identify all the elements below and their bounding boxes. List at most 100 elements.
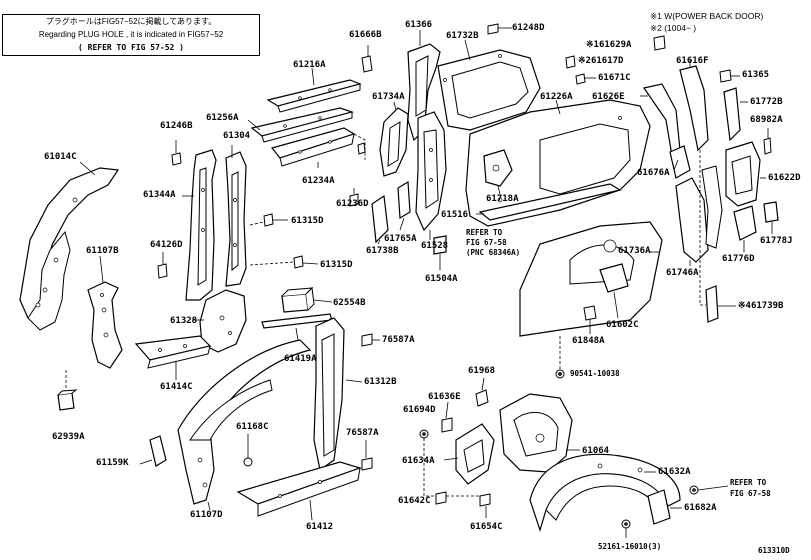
part-61634A-drawing: [455, 423, 495, 485]
label-76587A-upper: 76587A: [382, 335, 415, 345]
label-52161-16010: 52161-16010(3): [598, 542, 662, 551]
figure-number: 613310D: [758, 546, 790, 555]
label-61776D: 61776D: [722, 254, 755, 264]
part-61328-drawing: [199, 289, 247, 353]
label-62554B: 62554B: [333, 298, 366, 308]
label-61315D-upper: 61315D: [291, 216, 324, 226]
label-61014C: 61014C: [44, 152, 77, 162]
legend: ※1 W(POWER BACK DOOR) ※2 (1004− ): [650, 10, 763, 34]
plug-hole-note: プラグホールはFIG57−52に掲載してあります。 Regarding PLUG…: [2, 14, 260, 56]
note-refer: ( REFER TO FIG 57-52 ): [78, 43, 184, 52]
label-61671C: 61671C: [598, 73, 631, 83]
label-76587A-lower: 76587A: [346, 428, 379, 438]
part-61412-drawing: [236, 461, 362, 517]
label-61328: 61328: [170, 316, 198, 326]
label-61107B: 61107B: [86, 246, 119, 256]
label-61312B: 61312B: [364, 377, 397, 387]
label-61736A: 61736A: [618, 246, 651, 256]
part-61312B-drawing: [313, 317, 345, 472]
part-61216A-drawing: [266, 79, 362, 113]
label-61682A: 61682A: [684, 503, 717, 513]
label-61765A: 61765A: [384, 234, 417, 244]
label-64126D: 64126D: [150, 240, 183, 250]
label-61622D: 61622D: [768, 173, 801, 183]
label-161629A: ※161629A: [586, 40, 632, 50]
label-61315D-lower: 61315D: [320, 260, 353, 270]
part-61064-drawing: [499, 393, 573, 473]
part-62554B-drawing: [281, 286, 315, 313]
label-61968: 61968: [468, 366, 496, 376]
label-61718A: 61718A: [486, 194, 519, 204]
label-61616F: 61616F: [676, 56, 709, 66]
legend-item-2: ※2 (1004− ): [650, 23, 697, 33]
label-61602C: 61602C: [606, 320, 639, 330]
label-61216A: 61216A: [293, 60, 326, 70]
label-61159K: 61159K: [96, 458, 129, 468]
label-61248D: 61248D: [512, 23, 545, 33]
label-61344A: 61344A: [143, 190, 176, 200]
label-61738B: 61738B: [366, 246, 399, 256]
part-61622D-drawing: [725, 141, 761, 207]
label-61772B: 61772B: [750, 97, 783, 107]
label-61168C: 61168C: [236, 422, 269, 432]
label-61734A: 61734A: [372, 92, 405, 102]
label-61256A: 61256A: [206, 113, 239, 123]
label-68982A: 68982A: [750, 115, 783, 125]
label-refer-fig-67-58b-line2: FIG 67-58: [730, 489, 771, 498]
part-61226A-drawing: [465, 99, 651, 227]
part-61414C-drawing: [134, 335, 212, 369]
part-61304-drawing: [225, 151, 247, 287]
label-61516: 61516: [441, 210, 469, 220]
label-61064: 61064: [582, 446, 610, 456]
label-61634A: 61634A: [402, 456, 435, 466]
label-61365: 61365: [742, 70, 770, 80]
label-61848A: 61848A: [572, 336, 605, 346]
label-62939A: 62939A: [52, 432, 85, 442]
label-61234A: 61234A: [302, 176, 335, 186]
part-61746A-drawing: [675, 165, 723, 263]
label-61419A: 61419A: [284, 354, 317, 364]
label-61504A: 61504A: [425, 274, 458, 284]
label-61636E: 61636E: [428, 392, 461, 402]
part-61344A-drawing: [185, 149, 217, 301]
part-61107D-drawing: [177, 339, 312, 505]
label-61366: 61366: [405, 20, 433, 30]
label-61246B: 61246B: [160, 121, 193, 131]
legend-item-1: ※1 W(POWER BACK DOOR): [650, 11, 764, 21]
note-line-en: Regarding PLUG HOLE , it is indicated in…: [38, 30, 224, 39]
label-61666B: 61666B: [349, 30, 382, 40]
part-61366-drawing: [407, 43, 441, 142]
part-61014C-drawing: [19, 167, 120, 331]
label-refer-fig-67-58-line1: REFER TO: [466, 228, 503, 237]
label-refer-fig-67-58b-line1: REFER TO: [730, 478, 767, 487]
label-refer-fig-67-58-line2: FIG 67-58: [466, 238, 507, 247]
label-61642C: 61642C: [398, 496, 431, 506]
label-61739B: ※461739B: [738, 301, 784, 311]
part-61734A-drawing: [379, 107, 409, 177]
label-61746A: 61746A: [666, 268, 699, 278]
label-61304: 61304: [223, 131, 251, 141]
label-61778J: 61778J: [760, 236, 793, 246]
part-61256A-drawing: [250, 107, 355, 143]
part-62939A-drawing: [57, 389, 78, 411]
label-61107D: 61107D: [190, 510, 223, 520]
label-61654C: 61654C: [470, 522, 503, 532]
label-61528: 61528: [421, 241, 449, 251]
label-61414C: 61414C: [160, 382, 193, 392]
label-61626E: 61626E: [592, 92, 625, 102]
note-line-jp: プラグホールはFIG57−52に掲載してあります。: [45, 17, 217, 26]
part-61107B-drawing: [87, 281, 123, 369]
part-61732B-drawing: [437, 49, 541, 131]
label-61236D: 61236D: [336, 199, 369, 209]
label-refer-fig-67-58-line3: (PNC 68346A): [466, 248, 521, 257]
part-61528-drawing: [415, 111, 447, 232]
label-61732B: 61732B: [446, 31, 479, 41]
label-61617D: ※261617D: [578, 56, 624, 66]
label-61694D: 61694D: [403, 405, 436, 415]
label-90541-10038: 90541-10038: [570, 369, 620, 378]
part-61736A-drawing: [519, 221, 663, 337]
label-61412: 61412: [306, 522, 334, 532]
label-61676A: 61676A: [637, 168, 670, 178]
